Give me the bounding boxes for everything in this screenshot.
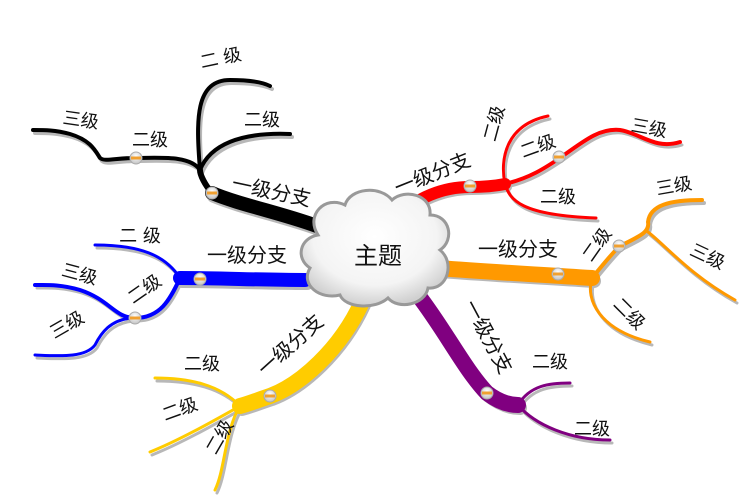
collapse-minus-icon[interactable]: [552, 150, 566, 164]
subtopic-label[interactable]: 二级: [184, 354, 220, 375]
subtopic-label[interactable]: 三级: [46, 307, 88, 343]
subtopic-label[interactable]: 二级: [160, 394, 201, 426]
collapse-minus-icon[interactable]: [193, 272, 207, 286]
subtopic-label[interactable]: 三级: [687, 240, 729, 274]
central-topic-label: 主题: [354, 242, 402, 270]
branch-yellow[interactable]: [148, 294, 371, 495]
subtopic-label[interactable]: 二级: [532, 352, 568, 373]
central-topic[interactable]: 主题: [299, 188, 451, 308]
branch-black[interactable]: [31, 77, 331, 238]
branch-label-blue[interactable]: 一级分支: [207, 243, 287, 267]
collapse-minus-icon[interactable]: [463, 179, 477, 193]
collapse-minus-icon[interactable]: [480, 386, 494, 400]
collapse-minus-icon[interactable]: [263, 389, 277, 403]
branch-label-orange[interactable]: 一级分支: [478, 237, 558, 261]
subtopic-label[interactable]: 二 级: [119, 226, 161, 247]
subtopic-label[interactable]: 二级: [480, 103, 510, 143]
subtopic-label[interactable]: 二 级: [198, 44, 243, 73]
collapse-minus-icon[interactable]: [551, 267, 565, 281]
collapse-minus-icon[interactable]: [205, 186, 219, 200]
collapse-minus-icon[interactable]: [612, 239, 626, 253]
cloud-shape: [299, 188, 451, 308]
branch-orange[interactable]: [430, 198, 739, 347]
subtopic-label[interactable]: 二级: [244, 110, 280, 131]
collapse-minus-icon[interactable]: [128, 311, 142, 325]
subtopic-label[interactable]: 三级: [654, 173, 693, 200]
subtopic-label[interactable]: 二级: [132, 130, 168, 151]
collapse-buttons: [128, 150, 626, 403]
subtopic-label[interactable]: 二级: [518, 131, 559, 163]
subtopic-label[interactable]: 三级: [61, 108, 100, 134]
subtopic-label[interactable]: 二级: [124, 271, 166, 309]
subtopic-label[interactable]: 二级: [540, 187, 576, 208]
collapse-minus-icon[interactable]: [129, 151, 143, 165]
subtopic-label[interactable]: 二级: [574, 419, 610, 440]
